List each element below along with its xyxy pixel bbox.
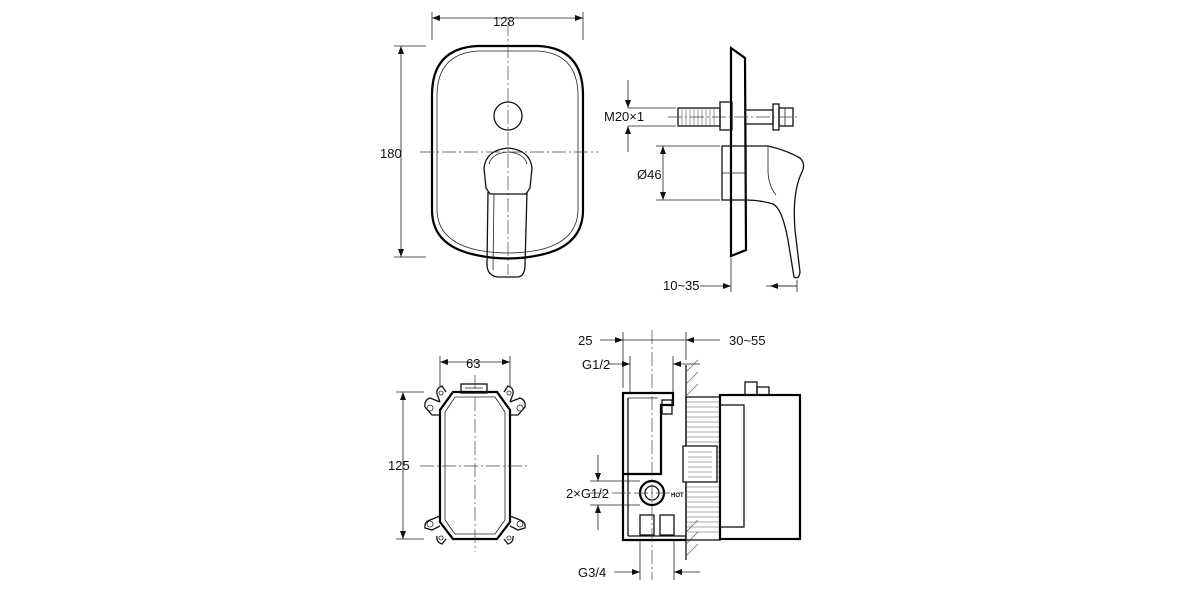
front-cover-view (394, 12, 598, 278)
box-front-view (396, 356, 530, 552)
dim-outlet-bottom: G3/4 (578, 565, 606, 580)
dim-cover-width: 128 (493, 14, 515, 29)
dim-depth-front: 25 (578, 333, 592, 348)
dim-depth-back: 30~55 (729, 333, 766, 348)
dim-box-width: 63 (466, 356, 480, 371)
box-side-view (590, 330, 802, 580)
hot-marking: HOT (671, 493, 684, 499)
dim-diameter: Ø46 (637, 167, 662, 182)
dim-cover-height: 180 (380, 146, 402, 161)
dim-inlet-top: G1/2 (582, 357, 610, 372)
dim-wall-range: 10~35 (663, 278, 700, 293)
dim-box-height: 125 (388, 458, 410, 473)
dim-thread: M20×1 (604, 109, 644, 124)
dim-inlets-side: 2×G1/2 (566, 486, 609, 501)
side-view (625, 45, 805, 292)
